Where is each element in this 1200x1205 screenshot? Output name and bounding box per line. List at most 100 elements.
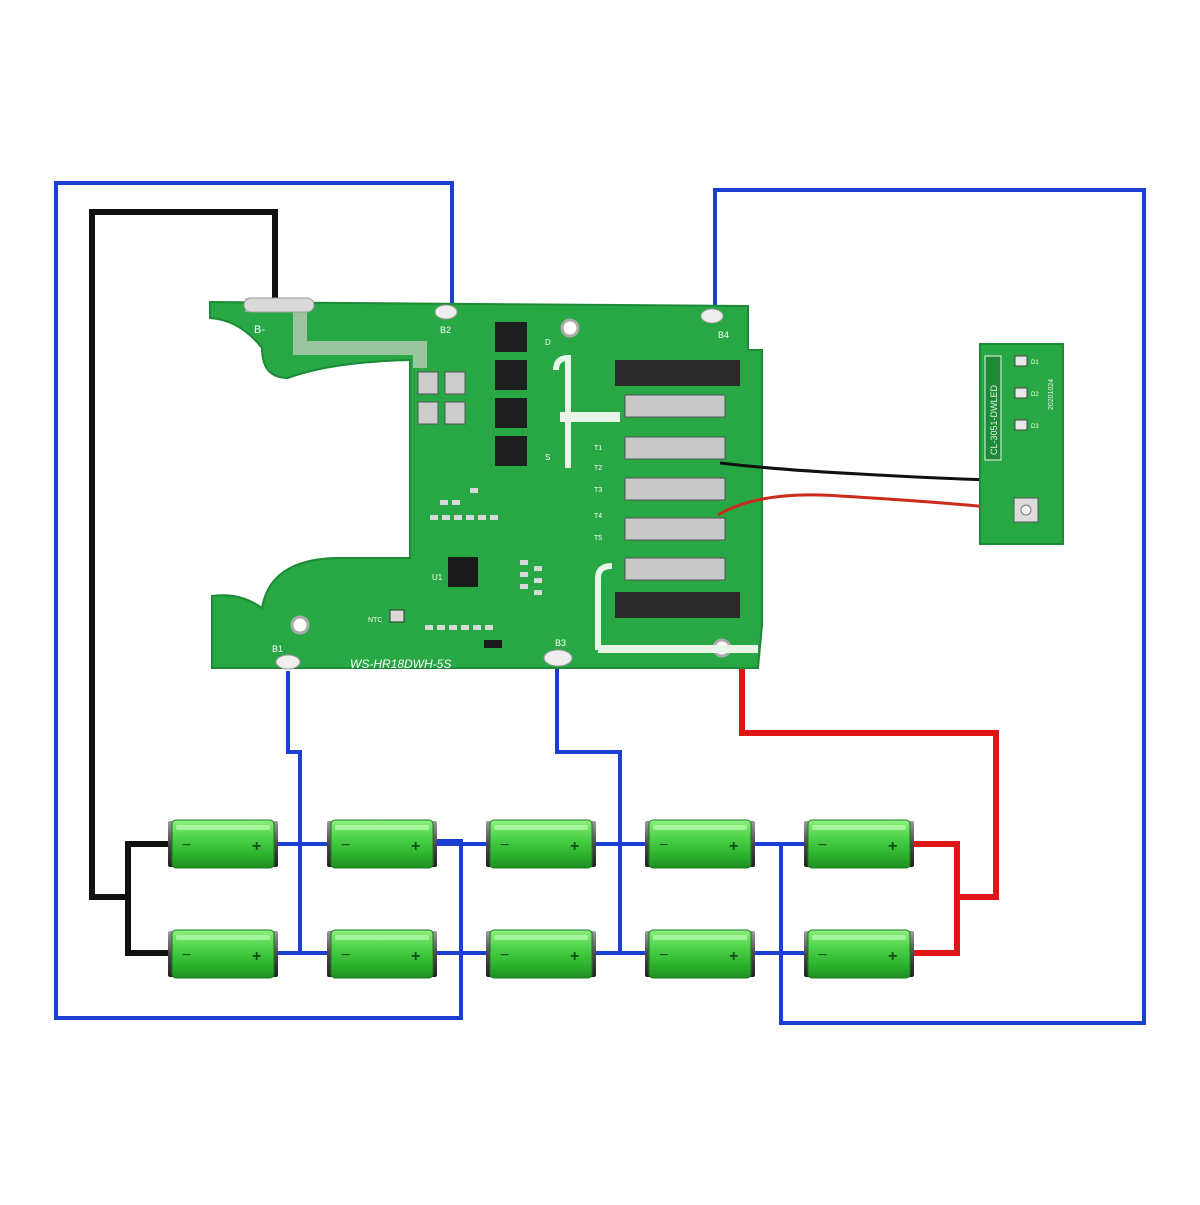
cell-minus-sign: − xyxy=(182,947,191,964)
led-label-1: D1 xyxy=(1031,360,1039,366)
cell-plus-sign: + xyxy=(888,838,897,855)
cell-body xyxy=(807,929,911,979)
mosfet xyxy=(495,436,527,466)
silkscreen-strip xyxy=(598,645,758,653)
capacitor xyxy=(444,371,466,395)
cell-minus-sign: − xyxy=(500,837,509,854)
cell-body xyxy=(489,929,593,979)
terminal-label-5: T5 xyxy=(594,535,602,542)
cell-plus-sign: + xyxy=(729,838,738,855)
smd xyxy=(478,515,486,520)
cell-minus-sign: − xyxy=(818,837,827,854)
cell-minus-sign: − xyxy=(341,837,350,854)
silkscreen-trace xyxy=(553,354,571,468)
cell-highlight xyxy=(176,825,270,830)
cell-minus-sign: − xyxy=(341,947,350,964)
pad-b3 xyxy=(543,649,573,667)
cell-body xyxy=(171,929,275,979)
smd xyxy=(466,515,474,520)
battery-cell: −+ xyxy=(327,819,437,869)
terminal-label-4: T4 xyxy=(594,513,602,520)
red-wires xyxy=(739,668,999,956)
cell-minus-sign: − xyxy=(659,947,668,964)
cell-plus-sign: + xyxy=(252,948,261,965)
label-b4: B4 xyxy=(718,330,729,340)
battery-cell: −+ xyxy=(645,929,755,979)
battery-cell: −+ xyxy=(804,819,914,869)
wire-neg-bus xyxy=(125,841,172,956)
cell-highlight xyxy=(653,825,747,830)
b-minus-pad xyxy=(243,297,315,313)
smd xyxy=(470,488,478,493)
terminal xyxy=(624,477,726,501)
terminals xyxy=(624,394,726,581)
pad-b2 xyxy=(434,304,458,320)
smd xyxy=(520,560,528,565)
board-outline xyxy=(209,300,763,669)
cell-highlight xyxy=(653,935,747,940)
led-wire-black xyxy=(719,461,991,482)
blue-wires xyxy=(54,181,1146,1025)
label-b-minus: B- xyxy=(254,324,265,336)
cell-plus-sign: + xyxy=(252,838,261,855)
cell-highlight xyxy=(494,825,588,830)
cell-plus-sign: + xyxy=(888,948,897,965)
wire-b2 xyxy=(54,181,463,1020)
cell-body xyxy=(171,819,275,869)
smd xyxy=(442,515,450,520)
battery-cell: −+ xyxy=(804,929,914,979)
battery-cell: −+ xyxy=(486,819,596,869)
cell-highlight xyxy=(335,935,429,940)
label-u1: U1 xyxy=(432,573,443,582)
led-1 xyxy=(1014,355,1028,367)
ntc-sensor xyxy=(389,609,405,623)
smd xyxy=(425,625,433,630)
ic-u1 xyxy=(448,557,478,587)
label-b2: B2 xyxy=(440,325,451,335)
cell-minus-sign: − xyxy=(182,837,191,854)
smd xyxy=(430,515,438,520)
cell-body xyxy=(330,819,434,869)
led-wire-red xyxy=(717,493,989,517)
smd xyxy=(452,500,460,505)
cell-minus-sign: − xyxy=(818,947,827,964)
cell-plus-sign: + xyxy=(570,838,579,855)
terminal-block-bottom xyxy=(615,592,740,618)
capacitor xyxy=(444,401,466,425)
cell-highlight xyxy=(494,935,588,940)
led-board: CL-3051-DWLED 20201024 D1 D2 D3 xyxy=(979,343,1064,545)
smd-resistors xyxy=(425,488,542,630)
mosfet xyxy=(495,398,527,428)
capacitor xyxy=(417,401,439,425)
cell-highlight xyxy=(812,825,906,830)
smd xyxy=(437,625,445,630)
cell-body xyxy=(648,929,752,979)
wire-b-plus xyxy=(739,668,999,900)
cell-minus-sign: − xyxy=(500,947,509,964)
cell-plus-sign: + xyxy=(411,948,420,965)
smd xyxy=(520,572,528,577)
bms-board: B- B2 B4 B1 B3 D S U1 xyxy=(209,297,763,671)
label-b3: B3 xyxy=(555,638,566,648)
cell-highlight xyxy=(176,935,270,940)
smd xyxy=(534,590,542,595)
wire-b3 xyxy=(555,668,622,953)
mount-hole xyxy=(290,615,310,635)
cell-body xyxy=(807,819,911,869)
led-board-model: CL-3051-DWLED xyxy=(989,384,999,455)
push-button-cap xyxy=(1020,504,1032,516)
terminal-label-2: T2 xyxy=(594,465,602,472)
smd xyxy=(454,515,462,520)
black-wires xyxy=(89,209,278,956)
wire-pos-bus xyxy=(910,841,960,956)
label-b1: B1 xyxy=(272,644,283,654)
terminal xyxy=(624,517,726,541)
mosfets xyxy=(495,322,527,466)
cell-plus-sign: + xyxy=(411,838,420,855)
wire-b1 xyxy=(286,671,302,953)
mosfet xyxy=(495,360,527,390)
led-board-label-bg xyxy=(984,355,1002,461)
smd xyxy=(461,625,469,630)
pad-b4 xyxy=(700,308,724,324)
